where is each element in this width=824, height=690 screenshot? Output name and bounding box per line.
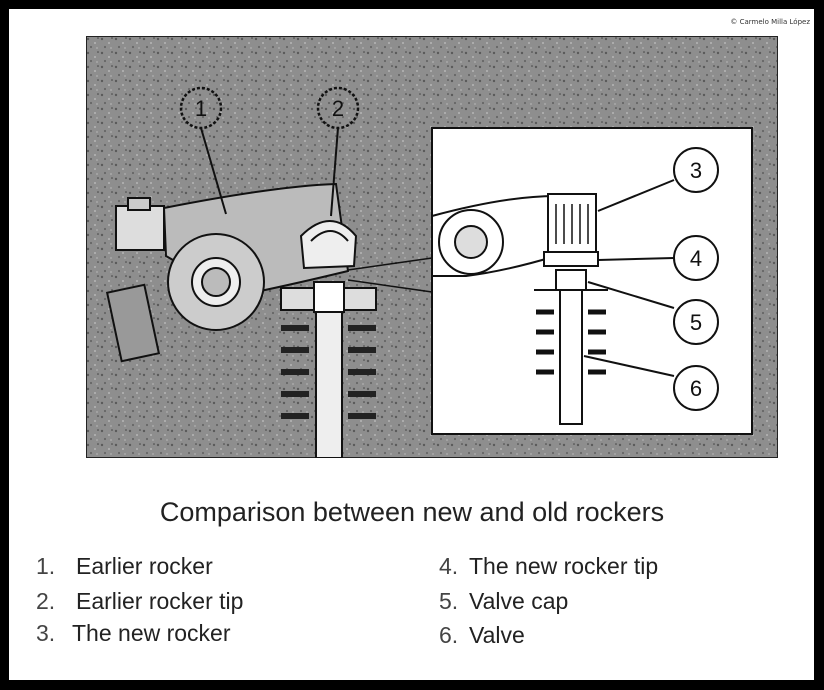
earlier-rocker-tip-drawing (299, 220, 358, 270)
left-valve-drawing (280, 281, 377, 458)
svg-text:6: 6 (690, 376, 702, 401)
legend-text: Earlier rocker tip (76, 588, 244, 614)
callout-3: 3 (673, 147, 719, 193)
legend-text: Earlier rocker (76, 553, 213, 579)
legend-text: Valve (469, 622, 525, 648)
callout-1: 1 (179, 86, 223, 130)
callouts: 1 2 3 4 5 6 (179, 86, 719, 411)
legend-number: 3. (36, 620, 56, 646)
legend-number: 1. (36, 553, 56, 579)
callout-2: 2 (316, 86, 360, 130)
callout-5: 5 (673, 299, 719, 345)
legend-item-5: 5. Valve cap (439, 588, 568, 615)
legend-item-4: 4. The new rocker tip (439, 553, 658, 580)
leader-lines (200, 127, 675, 377)
legend-item-1: 1. Earlier rocker (36, 553, 213, 580)
legend-number: 5. (439, 588, 459, 614)
copyright-credit: © Carmelo Milla López (730, 18, 810, 26)
callout-4: 4 (673, 235, 719, 281)
legend-number: 4. (439, 553, 459, 579)
legend-text: The new rocker (72, 620, 231, 646)
callout-6: 6 (673, 365, 719, 411)
earlier-rocker-drawing (105, 182, 350, 363)
diagram-caption: Comparison between new and old rockers (159, 497, 665, 527)
svg-text:3: 3 (690, 158, 702, 183)
legend-item-6: 6. Valve (439, 622, 525, 649)
legend-number: 6. (439, 622, 459, 648)
legend-text: The new rocker tip (469, 553, 659, 579)
legend-number: 2. (36, 588, 56, 614)
legend-item-2: 2. Earlier rocker tip (36, 588, 243, 615)
svg-text:1: 1 (195, 96, 207, 121)
svg-text:4: 4 (690, 246, 702, 271)
svg-text:2: 2 (332, 96, 344, 121)
rocker-diagram: 1 2 3 4 5 6 (86, 36, 778, 458)
legend-text: Valve cap (469, 588, 569, 614)
svg-text:5: 5 (690, 310, 702, 335)
legend-item-3: 3. The new rocker (36, 620, 231, 647)
